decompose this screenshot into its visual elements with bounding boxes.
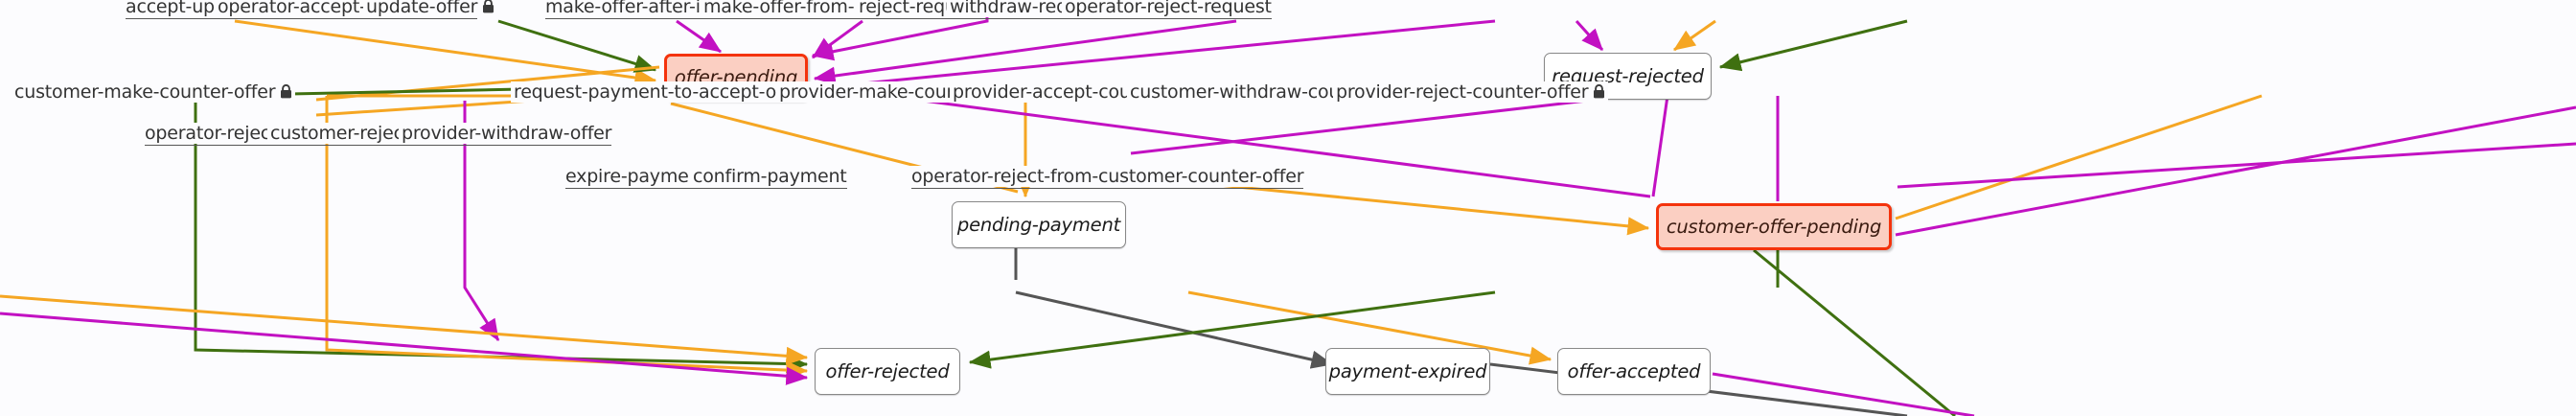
edge-green-bottom-right	[1753, 248, 1956, 416]
transition-label-text: provider-reject-counter-offer	[1336, 81, 1589, 103]
transition-label-customer-make-counter-offer[interactable]: customer-make-counter-offer	[12, 81, 296, 103]
edges-customer-offer-pending	[900, 94, 2576, 416]
transition-label-text: customer-make-counter-offer	[14, 81, 276, 103]
edge-magenta-left-upper	[1130, 94, 1630, 155]
state-node-customer-offer-pending[interactable]: customer-offer-pending	[1656, 203, 1892, 250]
edge-operator-reject-from-counter-offer	[968, 290, 1496, 369]
edges-into-offer-pending	[234, 4, 1496, 96]
edge-customer-make-counter-offer-b	[315, 65, 660, 102]
transition-label-text: provider-withdraw-offer	[402, 123, 612, 146]
edge-expire-payment	[1015, 290, 1334, 369]
edge-update-offer	[676, 19, 722, 54]
transition-label-confirm-payment[interactable]: confirm-payment	[690, 166, 850, 189]
state-node-offer-rejected[interactable]: offer-rejected	[815, 348, 960, 395]
edge-magenta-long-bottom	[0, 312, 809, 385]
edge-magenta-bottom-right	[1712, 372, 1975, 416]
lock-icon	[477, 0, 494, 17]
edge-reject-request	[1575, 19, 1604, 52]
transition-label-text: operator-reject-request	[1065, 0, 1272, 19]
edge-operator-reject-request	[1718, 19, 1908, 72]
edge-make-offer-from-request	[813, 19, 1237, 85]
transition-label-text: operator-reject-from-customer-counter-of…	[911, 166, 1304, 189]
state-node-pending-payment[interactable]: pending-payment	[952, 201, 1126, 248]
edges-from-offer-pending-left	[0, 65, 809, 385]
edge-provider-reject-counter-offer	[1895, 105, 2576, 237]
edge-operator-reject-offer-path	[194, 96, 809, 374]
transition-label-update-offer[interactable]: update-offer	[363, 0, 498, 19]
edge-magenta-far-right	[1897, 142, 2576, 189]
edge-make-offer-from-request-2	[813, 19, 1496, 96]
state-node-label: customer-offer-pending	[1666, 216, 1882, 238]
transition-label-text: update-offer	[366, 0, 477, 19]
state-node-payment-expired[interactable]: payment-expired	[1325, 348, 1490, 395]
transition-label-request-payment-to-accept-offer[interactable]: request-payment-to-accept-offer	[511, 81, 811, 103]
transition-label-operator-reject-request[interactable]: operator-reject-request	[1062, 0, 1275, 19]
state-node-label: pending-payment	[956, 214, 1121, 236]
edge-provider-make-counter-offer-b	[1651, 95, 1669, 197]
edge-accept-update	[234, 19, 657, 87]
transition-label-operator-reject-from-customer-counter-offer[interactable]: operator-reject-from-customer-counter-of…	[908, 166, 1307, 189]
state-node-label: offer-accepted	[1567, 360, 1701, 382]
edge-operator-accept-update	[497, 19, 657, 73]
transition-label-text: request-payment-to-accept-offer	[514, 81, 808, 103]
lock-icon	[1588, 81, 1605, 103]
state-node-label: payment-expired	[1328, 360, 1487, 382]
state-node-request-rejected[interactable]: request-rejected	[1544, 53, 1712, 100]
lock-icon	[275, 81, 292, 103]
edge-confirm-payment	[1187, 290, 1552, 365]
transition-label-expire-payment[interactable]: expire-payment	[563, 166, 710, 189]
state-node-offer-accepted[interactable]: offer-accepted	[1557, 348, 1711, 395]
edge-provider-make-counter-offer	[900, 96, 1651, 198]
edge-withdraw-request	[1673, 19, 1716, 52]
edge-customer-withdraw-counter-offer	[1895, 94, 2263, 220]
transition-label-provider-reject-counter-offer[interactable]: provider-reject-counter-offer	[1333, 81, 1609, 103]
edge-orange-long-bottom	[0, 294, 809, 365]
transition-label-provider-withdraw-offer[interactable]: provider-withdraw-offer	[399, 123, 615, 146]
edges-into-request-rejected	[1575, 19, 1908, 72]
transition-label-text: confirm-payment	[693, 166, 847, 189]
transition-label-text: expire-payment	[565, 166, 707, 189]
state-node-label: offer-rejected	[825, 360, 950, 382]
